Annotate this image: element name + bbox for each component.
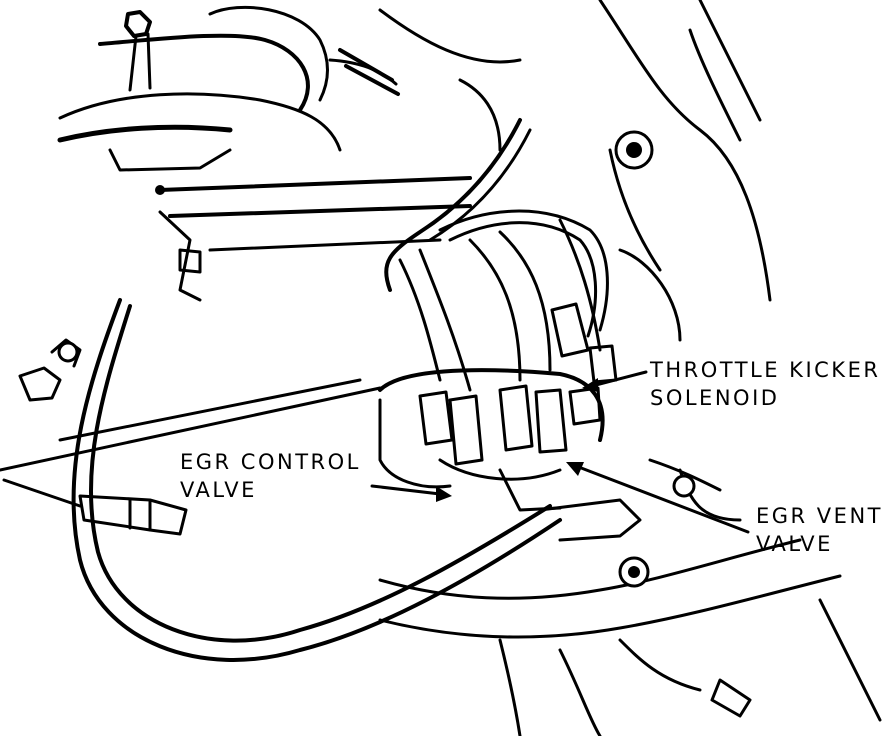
egr-control-label-line1: EGR CONTROL <box>180 450 361 474</box>
solenoid-cluster <box>378 302 618 512</box>
intake-assembly <box>57 5 522 172</box>
left-rail-inner <box>58 378 362 442</box>
throttle-kicker-label-line1: THROTTLE KICKER <box>650 358 881 382</box>
egr-vent-label-line1: EGR VENT <box>756 504 883 528</box>
throttle-kicker-label-line2: SOLENOID <box>650 386 780 410</box>
leader-egr-vent <box>566 462 750 534</box>
egr-control-label-line2: VALVE <box>180 478 257 502</box>
linkage-rod <box>155 176 472 302</box>
lower-tubes <box>378 498 882 738</box>
left-rail-top <box>0 386 382 472</box>
leader-throttle-kicker <box>582 370 648 392</box>
test-probe <box>2 478 188 536</box>
large-hose <box>71 298 562 662</box>
leader-egr-control <box>370 484 452 502</box>
wiring-harness <box>384 118 662 392</box>
left-fitting <box>18 338 82 402</box>
engine-block-right <box>598 0 772 522</box>
egr-vent-label-line2: VALVE <box>756 532 833 556</box>
